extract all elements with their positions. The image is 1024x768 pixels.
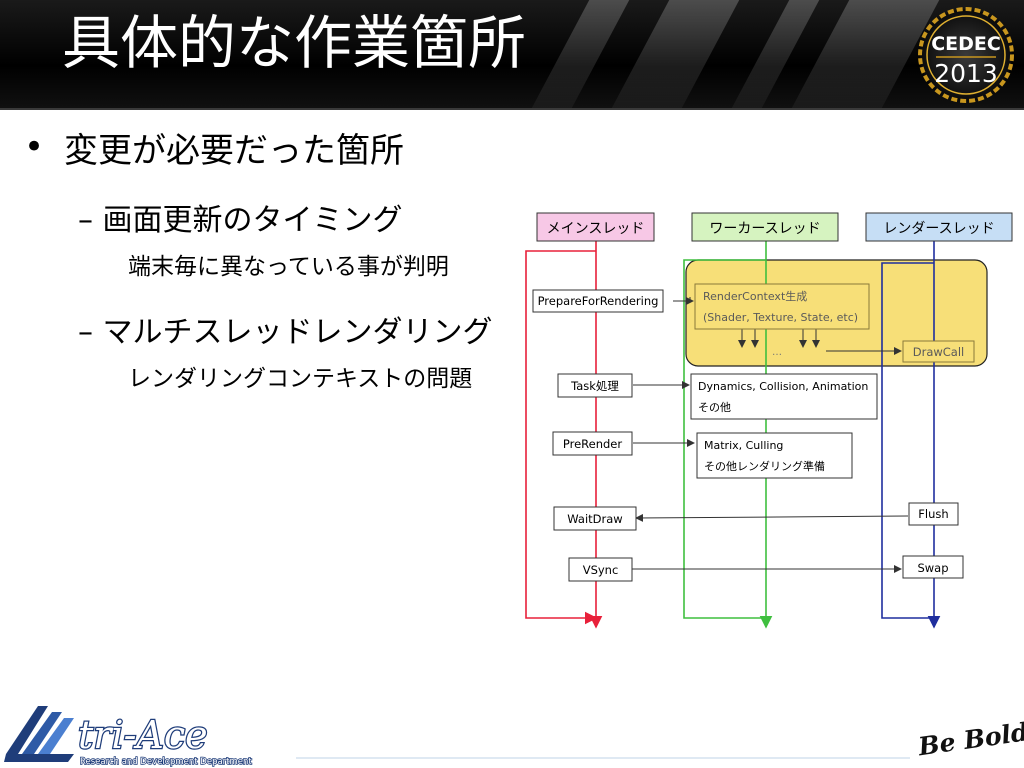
department-text: Research and Development Department	[80, 757, 252, 767]
tri-ace-brand: tri-Ace	[78, 713, 208, 757]
subitem-heading-multithread: – マルチスレッドレンダリング	[78, 315, 493, 350]
svg-text:Task処理: Task処理	[570, 379, 619, 393]
svg-text:DrawCall: DrawCall	[913, 345, 965, 359]
svg-text:PrepareForRendering: PrepareForRendering	[538, 294, 659, 308]
bullet-dot: •	[24, 127, 45, 167]
step-flush	[908, 502, 959, 526]
step-vsync	[568, 557, 633, 582]
worker-matrix-box	[696, 432, 853, 479]
bullet-text: 変更が必要だった箇所	[64, 131, 404, 171]
tri-ace-logo: tri-Ace Research and Development Departm…	[4, 706, 253, 768]
subitem-detail-timing: 端末毎に異なっている事が判明	[128, 254, 449, 280]
thread-header-render	[865, 212, 1013, 242]
thread-label-worker: ワーカースレッド	[709, 221, 820, 237]
svg-text:WaitDraw: WaitDraw	[567, 512, 622, 526]
slide-title: 具体的な作業箇所	[62, 9, 527, 77]
svg-text:その他レンダリング準備: その他レンダリング準備	[704, 459, 825, 473]
svg-text:RenderContext生成: RenderContext生成	[703, 289, 807, 303]
svg-text:Matrix, Culling: Matrix, Culling	[704, 439, 783, 452]
svg-text:(Shader, Texture, State, etc): (Shader, Texture, State, etc)	[703, 311, 858, 324]
svg-text:その他: その他	[698, 401, 731, 414]
svg-text:VSync: VSync	[583, 563, 619, 577]
thread-label-render: レンダースレッド	[883, 221, 994, 237]
step-swap	[902, 555, 964, 579]
render-thread-loop	[881, 262, 934, 619]
logo-year: 2013	[934, 59, 998, 88]
thread-header-worker	[691, 212, 839, 242]
step-task	[557, 373, 633, 398]
thread-label-main: メインスレッド	[547, 221, 645, 237]
svg-text:Flush: Flush	[918, 507, 948, 521]
worker-ellipsis: …	[772, 347, 782, 358]
thread-header-main	[536, 212, 655, 242]
worker-dynamics-box	[690, 373, 878, 420]
step-prerender	[552, 431, 633, 456]
svg-text:Swap: Swap	[917, 561, 948, 575]
main-thread-loop	[525, 250, 598, 625]
worker-rendercontext-box	[694, 283, 870, 330]
cedec-logo: CEDEC 2013	[918, 7, 1014, 103]
step-drawcall	[902, 340, 975, 363]
worker-thread-loop	[683, 259, 766, 619]
thread-diagram: メインスレッド ワーカースレッド レンダースレッド PrepareForRend…	[525, 212, 1013, 629]
footer-rule	[296, 757, 910, 759]
slide-header: 具体的な作業箇所 CEDEC 2013	[0, 0, 1024, 110]
svg-text:PreRender: PreRender	[563, 437, 622, 451]
svg-text:Dynamics, Collision, Animation: Dynamics, Collision, Animation	[698, 380, 868, 393]
be-bold-slogan: Be Bold!	[916, 715, 1024, 762]
subitem-heading-timing: – 画面更新のタイミング	[78, 203, 403, 238]
logo-brand: CEDEC	[931, 33, 1001, 55]
step-waitdraw	[553, 506, 637, 531]
subitem-detail-multithread: レンダリングコンテキストの問題	[128, 366, 473, 392]
step-prepare-for-rendering	[532, 289, 664, 313]
